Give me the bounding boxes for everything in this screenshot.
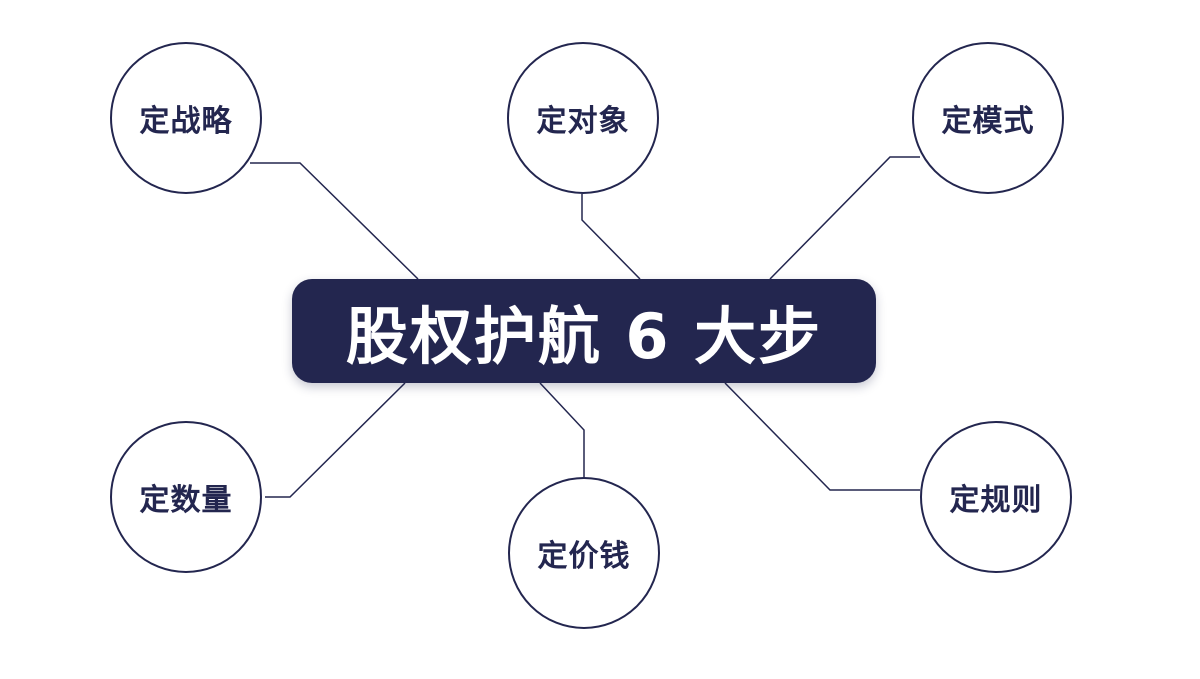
step-label: 定规则 (949, 483, 1043, 518)
step-label: 定模式 (941, 104, 1035, 139)
center-title: 股权护航 6 大步 (345, 300, 823, 373)
center-title-box: 股权护航 6 大步 (292, 279, 876, 383)
step-node-target: 定对象 (507, 42, 659, 194)
step-label: 定价钱 (537, 539, 631, 574)
connector-rules (724, 382, 920, 491)
step-node-price: 定价钱 (508, 477, 660, 629)
step-node-model: 定模式 (912, 42, 1064, 194)
step-node-quantity: 定数量 (110, 421, 262, 573)
connector-model (769, 156, 920, 280)
connector-strategy (250, 162, 419, 280)
step-node-strategy: 定战略 (110, 42, 262, 194)
step-label: 定战略 (139, 104, 233, 139)
step-label: 定对象 (536, 104, 630, 139)
connector-price (539, 382, 585, 478)
step-label: 定数量 (139, 483, 233, 518)
connector-quantity (265, 382, 406, 498)
connector-target (581, 194, 641, 280)
step-node-rules: 定规则 (920, 421, 1072, 573)
